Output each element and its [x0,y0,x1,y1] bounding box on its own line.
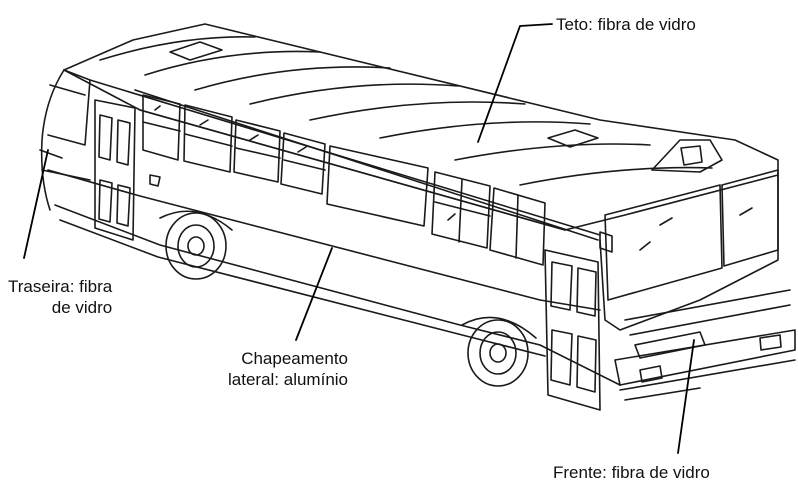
side-label: Chapeamento lateral: alumínio [228,348,348,390]
rear-leader-line [23,149,49,259]
front-end [544,169,796,411]
roof-label: Teto: fibra de vidro [556,15,696,34]
rear-wheel [159,210,233,280]
roof [63,23,779,231]
rear-label-line1: Traseira: fibra [8,277,113,296]
side-leader-line [295,247,333,341]
rear-label-line2: de vidro [51,298,113,317]
side-label-line2: lateral: alumínio [228,370,349,389]
roof-leader-line [477,23,553,143]
side-body [47,79,621,386]
front-wheel [461,316,537,387]
leader-lines [23,23,695,454]
rear-end [39,69,161,241]
front-leader-line [677,339,695,454]
rear-label: Traseira: fibra de vidro [8,276,112,318]
side-label-line1: Chapeamento [241,349,349,368]
front-label: Frente: fibra de vidro [553,463,710,482]
